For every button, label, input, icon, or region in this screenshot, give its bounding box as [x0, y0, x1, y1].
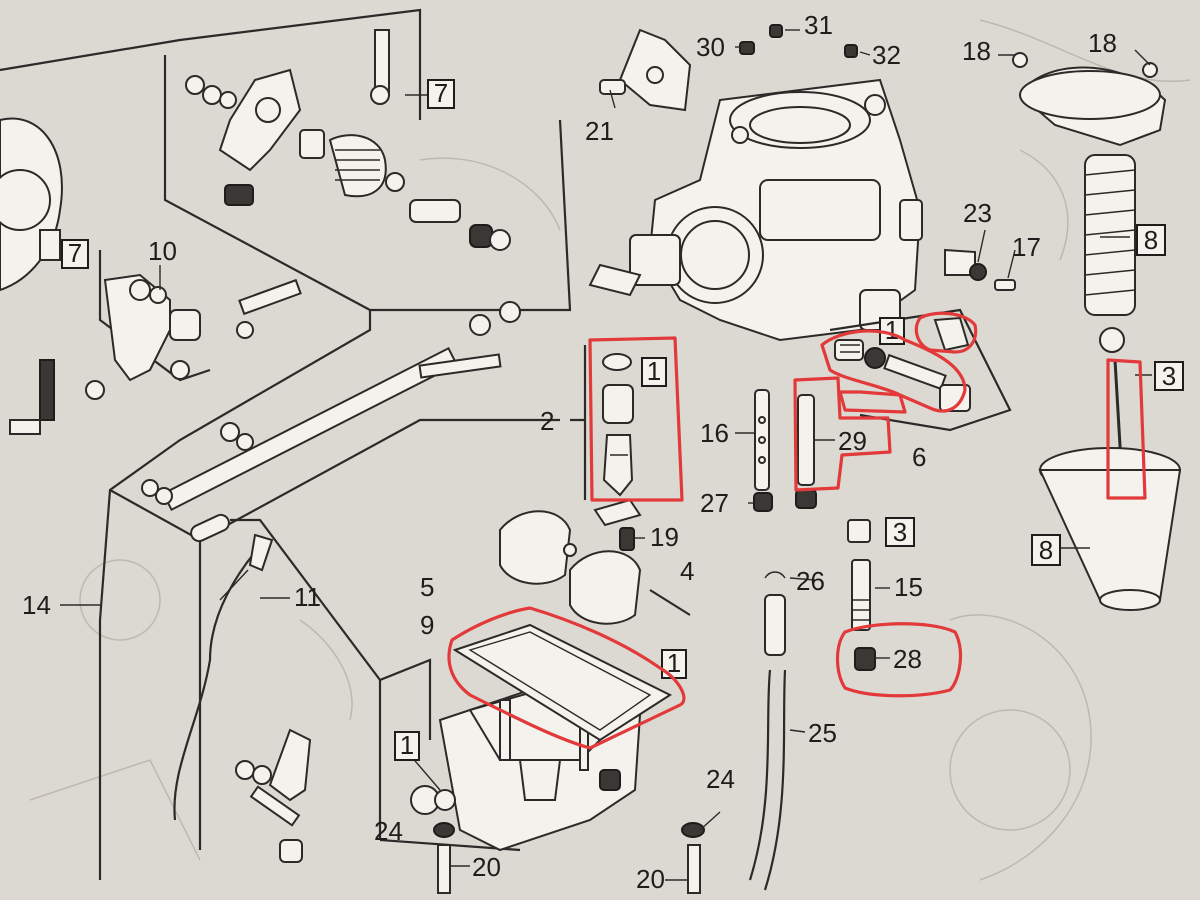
highlight-bowl-gasket	[447, 606, 686, 750]
callout-23: 23	[963, 198, 992, 228]
callout-4: 4	[680, 556, 694, 586]
svg-text:1: 1	[647, 356, 661, 386]
assembly-frame	[0, 8, 572, 880]
svg-text:1: 1	[885, 315, 899, 345]
callout-24: 24	[706, 764, 735, 794]
pilot-jet	[795, 394, 817, 509]
pilot-screw-assembly	[829, 308, 1012, 432]
highlight-jet-needle	[1106, 358, 1147, 500]
svg-text:1: 1	[667, 648, 681, 678]
callout-18: 18	[1088, 28, 1117, 58]
callout-30: 30	[696, 32, 725, 62]
callout-10: 10	[148, 236, 177, 266]
throttle-linkage-upper	[185, 29, 511, 251]
callout-29: 29	[838, 426, 867, 456]
highlight-annotations	[447, 311, 1147, 750]
bleed-through-sketches	[29, 19, 1191, 881]
callout-21: 21	[585, 116, 614, 146]
float-pair	[499, 510, 691, 625]
kit-box: 3	[1154, 361, 1184, 391]
callout-24: 24	[374, 816, 403, 846]
kit-box: 1	[641, 356, 667, 387]
highlight-pilot-screw	[820, 329, 967, 414]
callout-11: 11	[294, 582, 321, 612]
kit-box: 1	[879, 315, 905, 345]
svg-text:3: 3	[893, 517, 907, 547]
callout-14: 14	[22, 590, 51, 620]
throttle-shaft	[141, 301, 521, 543]
callout-27: 27	[700, 488, 729, 518]
callout-5: 5	[420, 572, 434, 602]
callout-16: 16	[700, 418, 729, 448]
emulsion-tube	[753, 389, 773, 512]
vacuum-spring	[1084, 154, 1136, 316]
float-pin-screw	[619, 527, 635, 551]
svg-text:1: 1	[400, 730, 414, 760]
callout-31: 31	[804, 10, 833, 40]
callout-2: 2	[540, 406, 554, 436]
callout-28: 28	[893, 644, 922, 674]
callout-15: 15	[894, 572, 923, 602]
throttle-cable	[173, 533, 312, 863]
svg-text:3: 3	[1162, 361, 1176, 391]
callout-19: 19	[650, 522, 679, 552]
choke-lever-assembly	[85, 273, 302, 400]
drain-hose	[748, 571, 787, 891]
svg-text:8: 8	[1039, 535, 1053, 565]
drain-screw-assembly	[410, 785, 705, 894]
highlight-float-valve-kit	[588, 336, 684, 502]
callout-9: 9	[420, 610, 434, 640]
vacuum-chamber-cover	[1012, 52, 1167, 147]
top-small-screws	[739, 24, 858, 58]
kit-box: 1	[394, 730, 420, 761]
throttle-stop-bracket	[599, 28, 692, 112]
callout-17: 17	[1012, 232, 1041, 262]
kit-box: 7	[427, 78, 455, 109]
callout-20: 20	[472, 852, 501, 882]
kit-box: 7	[61, 238, 89, 269]
callout-32: 32	[872, 40, 901, 70]
callout-labels: 30 31 32 18 18 21 10 23 17 2 16 29 6 27 …	[22, 10, 1117, 894]
svg-text:8: 8	[1144, 225, 1158, 255]
kit-box: 8	[1136, 224, 1166, 256]
callout-6: 6	[912, 442, 926, 472]
partial-carburetor-left	[0, 117, 63, 435]
main-jet	[854, 647, 876, 671]
highlight-main-jet	[835, 622, 962, 698]
callout-20: 20	[636, 864, 665, 894]
side-screws	[944, 248, 1016, 291]
svg-text:7: 7	[68, 238, 82, 268]
kit-box: 3	[885, 517, 915, 547]
float-valve-kit	[570, 345, 642, 527]
needle-jet-and-holder	[847, 519, 871, 631]
callout-25: 25	[808, 718, 837, 748]
kit-box: 8	[1031, 534, 1061, 566]
callout-18: 18	[962, 36, 991, 66]
svg-text:7: 7	[434, 78, 448, 108]
callout-26: 26	[796, 566, 825, 596]
carburetor-body	[588, 78, 923, 342]
float-bowl-gasket	[452, 623, 673, 742]
highlight-pilot-screw-cap	[914, 311, 978, 354]
